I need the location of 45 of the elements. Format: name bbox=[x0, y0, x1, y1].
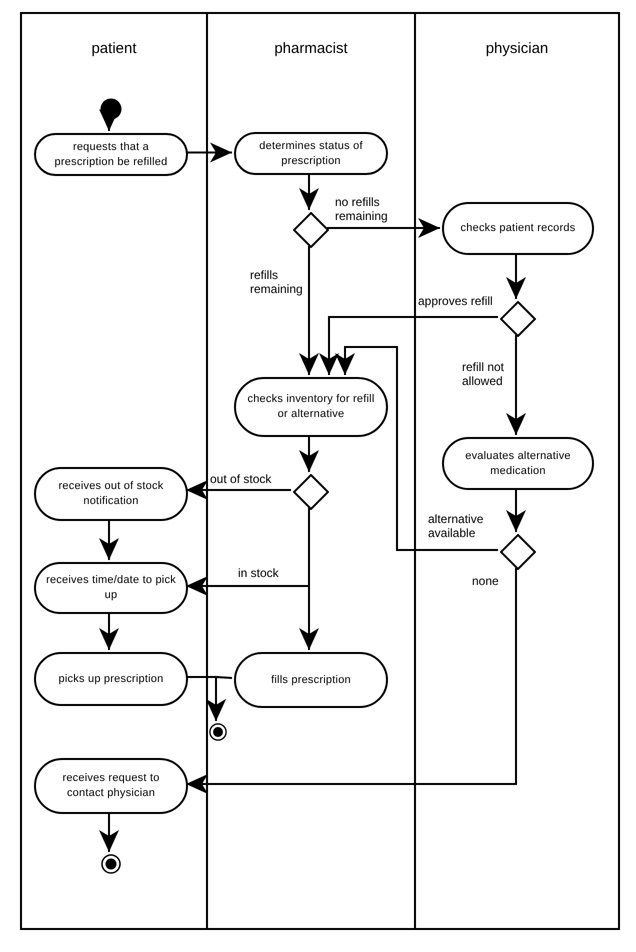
swimlane bbox=[20, 12, 206, 930]
activity-label: picks up prescription bbox=[58, 672, 164, 686]
activity-box bbox=[34, 652, 188, 706]
lane-heading: pharmacist bbox=[274, 39, 348, 59]
activity-label: checks inventory for refill or alternative bbox=[246, 392, 376, 422]
lane-heading: patient bbox=[91, 39, 137, 59]
control-flow-arrow bbox=[299, 173, 319, 210]
activity-label: receives out of stock notification bbox=[58, 479, 164, 509]
activity-label: evaluates alternative medication bbox=[464, 448, 572, 478]
control-flow-arrow bbox=[99, 612, 119, 650]
activity-box bbox=[34, 562, 188, 614]
control-flow-arrow bbox=[99, 812, 119, 852]
activity-box bbox=[34, 467, 188, 521]
control-flow-arrow bbox=[186, 142, 232, 162]
activity-label: determines status of prescription bbox=[258, 138, 364, 168]
control-flow-arrow bbox=[506, 488, 526, 532]
control-flow-arrow bbox=[99, 519, 119, 560]
control-flow-arrow bbox=[299, 246, 319, 375]
control-flow-arrow bbox=[506, 253, 526, 299]
control-flow-arrow bbox=[299, 508, 319, 650]
activity-label: receives request to contact physician bbox=[61, 771, 161, 801]
final-node bbox=[101, 854, 121, 874]
control-flow-arrow bbox=[186, 480, 291, 500]
control-flow-arrow bbox=[206, 676, 232, 721]
decision-diamond bbox=[500, 534, 536, 570]
activity-label: fills prescription bbox=[271, 672, 351, 688]
decision-diamond bbox=[293, 474, 329, 510]
activity-box bbox=[34, 133, 188, 176]
initial-node bbox=[100, 98, 122, 120]
activity-label: checks patient records bbox=[460, 221, 576, 236]
control-flow-arrow bbox=[186, 568, 517, 794]
activity-box bbox=[442, 437, 594, 490]
lane-heading: physician bbox=[486, 39, 548, 59]
decision-diamond bbox=[500, 301, 536, 337]
activity-label: requests that a prescription be refilled bbox=[54, 140, 168, 170]
control-flow-arrow bbox=[335, 346, 498, 551]
activity-label: receives time/date to pick up bbox=[45, 573, 177, 603]
control-flow-arrow bbox=[327, 218, 440, 238]
decision-diamond bbox=[293, 212, 329, 248]
activity-box bbox=[442, 202, 594, 255]
control-flow-arrow bbox=[506, 335, 526, 435]
control-flow-arrow bbox=[299, 435, 319, 472]
control-flow-arrow bbox=[319, 316, 498, 375]
final-node bbox=[209, 723, 227, 741]
activity-box bbox=[234, 132, 388, 175]
